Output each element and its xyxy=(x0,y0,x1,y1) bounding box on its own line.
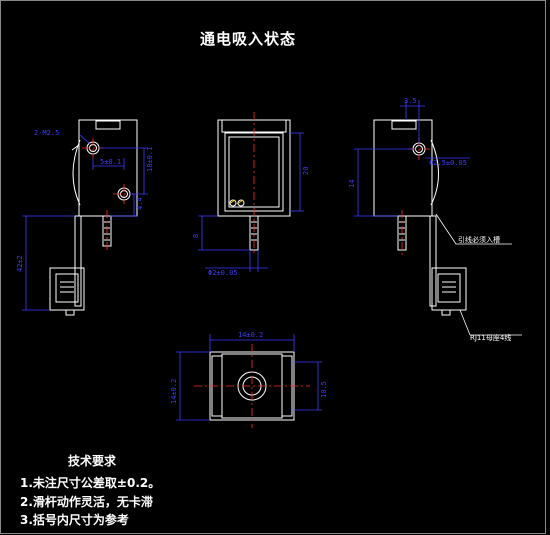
right-view-dimensions xyxy=(354,100,470,217)
left-view xyxy=(49,119,138,316)
dim-front-small: 8 xyxy=(192,234,200,238)
dim-left-vert-1: 18±0.1 xyxy=(146,147,154,172)
front-view-dimensions xyxy=(198,132,304,272)
left-view-dimensions xyxy=(22,134,148,311)
front-view-hatch xyxy=(228,199,244,205)
dim-hole-left: 2-M2.5 xyxy=(34,129,59,137)
bottom-view-centerlines xyxy=(194,344,310,428)
callout-leaders xyxy=(435,213,522,336)
dim-shaft-dia: Φ2±0.05 xyxy=(208,269,238,277)
notes-heading: 技术要求 xyxy=(68,454,117,468)
dim-bottom-width: 14±0.2 xyxy=(238,331,263,339)
dim-right-vert: 14 xyxy=(348,180,356,188)
dim-left-vert-2: 4.4 xyxy=(136,197,144,210)
dim-right-hole: Φ2.5±0.05 xyxy=(429,159,467,167)
callout-rj11: RJ11母座4线 xyxy=(470,333,511,342)
dim-right-top: 3.5 xyxy=(404,97,417,105)
dim-left-horiz: 5±0.1 xyxy=(100,158,121,166)
note-item: 3.括号内尺寸为参考 xyxy=(20,513,129,527)
drawing-title: 通电吸入状态 xyxy=(200,30,297,48)
callout-wire: 引线必须入槽 xyxy=(458,235,500,244)
dim-bottom-height-left: 14±0.2 xyxy=(170,379,178,404)
dim-front-height: 20 xyxy=(302,167,310,175)
note-item: 1.未注尺寸公差取±0.2。 xyxy=(20,476,161,490)
note-item: 2.滑杆动作灵活，无卡滞 xyxy=(20,495,153,509)
dim-bottom-height-right: 10.5 xyxy=(320,381,328,398)
right-view xyxy=(373,119,467,316)
dim-left-height: 42±2 xyxy=(16,255,24,272)
bottom-view-dimensions xyxy=(176,334,322,421)
